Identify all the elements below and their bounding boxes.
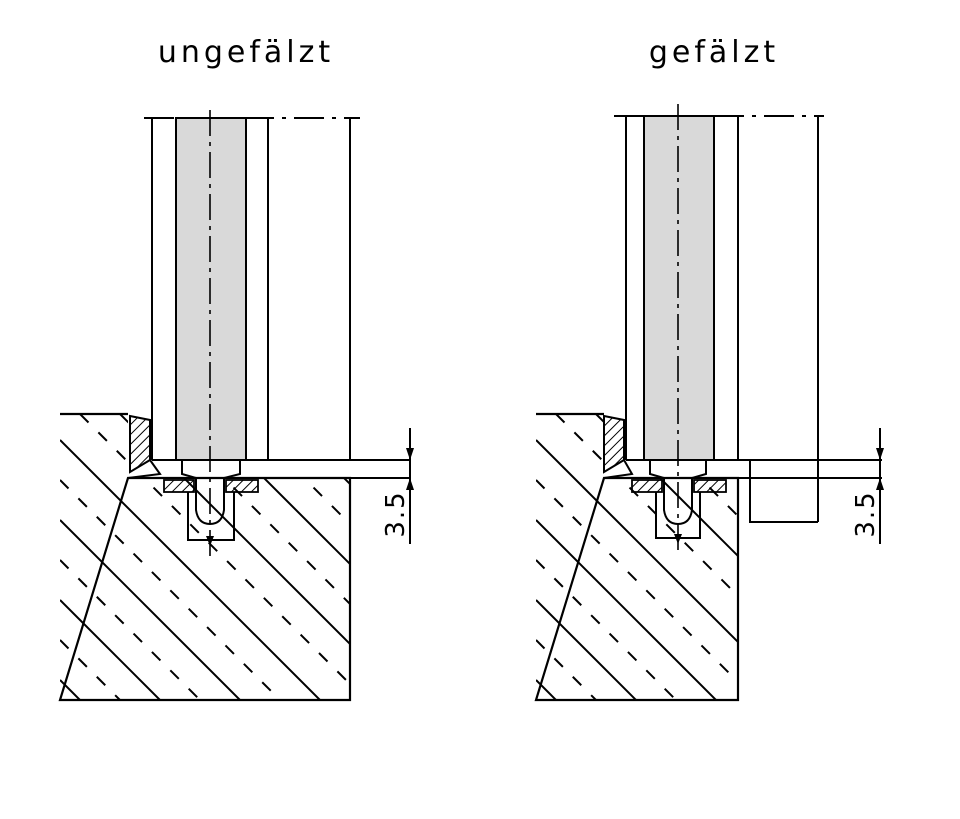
left-center-arrow: [206, 536, 214, 546]
right-glass-pane: [643, 115, 715, 461]
right-dimension-marker: [876, 428, 884, 544]
left-bead: [163, 460, 259, 541]
right-section: 3.5: [534, 104, 884, 702]
left-seal: [127, 414, 162, 479]
left-dimension-marker: [406, 428, 414, 544]
left-dimension-label: 3.5: [381, 490, 411, 537]
left-glass-pane: [175, 117, 247, 461]
left-section: 3.5: [58, 110, 414, 702]
right-door-leaf: [604, 115, 882, 523]
right-center-arrow: [674, 534, 682, 544]
left-title: ungefälzt: [158, 35, 334, 70]
right-seal: [603, 414, 634, 479]
left-door-leaf: [128, 117, 410, 479]
right-title: gefälzt: [649, 35, 779, 70]
right-bead: [631, 460, 727, 539]
right-dimension-label: 3.5: [851, 490, 881, 537]
